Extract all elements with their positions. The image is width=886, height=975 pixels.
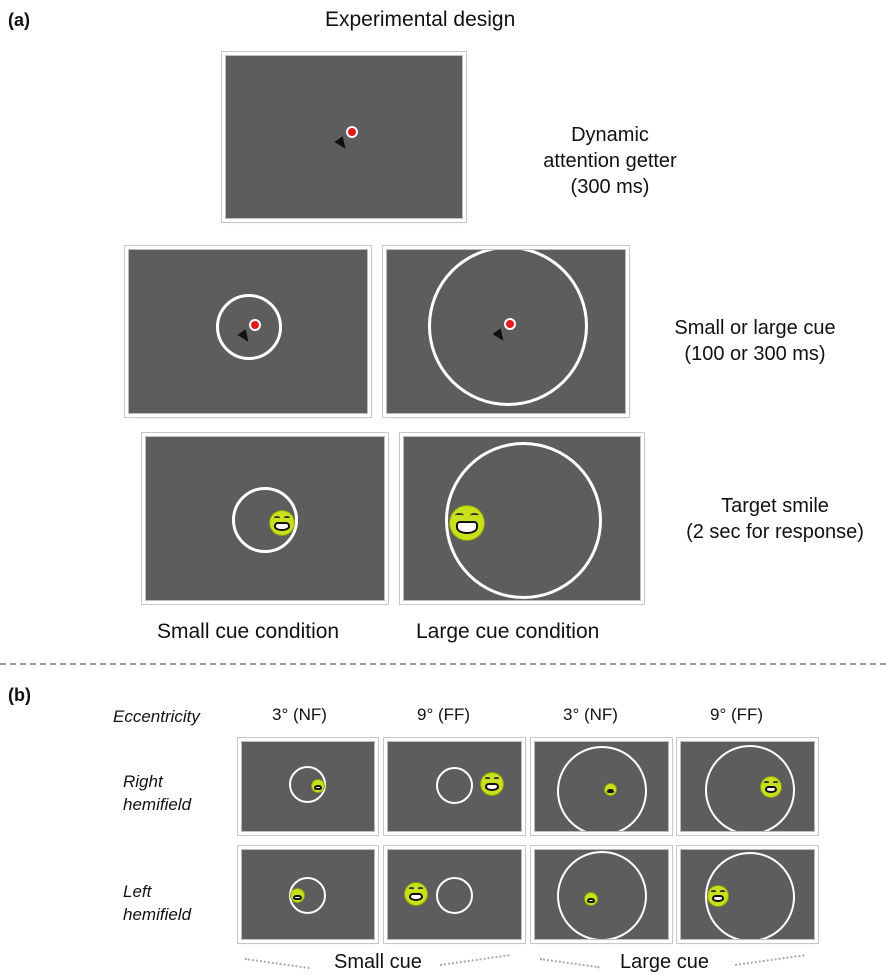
small-cue-ring bbox=[289, 877, 326, 914]
cell-small-nf-right bbox=[241, 741, 375, 832]
col-header-3: 3° (NF) bbox=[563, 705, 618, 724]
small-cue-condition-label: Small cue condition bbox=[157, 620, 340, 643]
large-cue-bracket-left bbox=[539, 958, 600, 969]
smiley-target-icon bbox=[291, 889, 304, 902]
panel-a-label: (a) bbox=[8, 10, 30, 30]
small-cue-bracket-left bbox=[244, 958, 310, 970]
smiley-target-icon bbox=[605, 784, 616, 795]
fixation-dot bbox=[504, 318, 516, 330]
large-cue-bracket-right bbox=[734, 954, 805, 966]
large-cue-ring bbox=[557, 746, 647, 831]
cell-large-ff-right bbox=[680, 741, 815, 832]
row-label-right: Right hemifield bbox=[123, 770, 191, 816]
smiley-target-icon bbox=[585, 893, 597, 905]
row-label-left: Left hemifield bbox=[123, 880, 191, 926]
smiley-target-icon bbox=[481, 773, 503, 795]
cell-large-nf-left bbox=[534, 849, 669, 940]
cell-small-ff-left bbox=[387, 849, 522, 940]
step1-description: Dynamic attention getter (300 ms) bbox=[520, 122, 700, 200]
row-left-line2: hemifield bbox=[123, 905, 192, 924]
small-cue-ring bbox=[232, 487, 298, 553]
step1-line2: attention getter bbox=[543, 150, 677, 172]
large-cue-ring bbox=[445, 442, 602, 599]
step2-line1: Small or large cue bbox=[674, 317, 836, 339]
large-cue-ring bbox=[557, 851, 647, 939]
small-cue-ring bbox=[436, 877, 473, 914]
smiley-target-icon bbox=[312, 780, 324, 792]
step2-description: Small or large cue (100 or 300 ms) bbox=[655, 315, 855, 367]
small-cue-bracket-right bbox=[439, 954, 510, 966]
small-cue-group-label: Small cue bbox=[334, 951, 422, 973]
panel-b-label: (b) bbox=[8, 685, 31, 705]
eccentricity-label: Eccentricity bbox=[113, 707, 200, 726]
col-header-4: 9° (FF) bbox=[710, 705, 764, 724]
smiley-target-icon bbox=[761, 777, 781, 797]
smiley-target-icon bbox=[708, 886, 728, 906]
large-cue-group-label: Large cue bbox=[620, 951, 709, 973]
large-cue-condition-label: Large cue condition bbox=[416, 620, 600, 643]
row-right-line2: hemifield bbox=[123, 795, 192, 814]
screen-small-cue bbox=[128, 249, 368, 414]
large-cue-ring bbox=[705, 745, 795, 831]
cell-small-nf-left bbox=[241, 849, 375, 940]
smiley-target-icon bbox=[270, 511, 294, 535]
step1-line1: Dynamic bbox=[571, 124, 649, 146]
small-cue-ring bbox=[289, 766, 326, 803]
fixation-dot bbox=[346, 126, 358, 138]
step3-line2: (2 sec for response) bbox=[686, 521, 864, 543]
small-cue-ring bbox=[216, 294, 282, 360]
screen-large-cue bbox=[386, 249, 626, 414]
cell-large-ff-left bbox=[680, 849, 815, 940]
cell-large-nf-right bbox=[534, 741, 669, 832]
cell-small-ff-right bbox=[387, 741, 522, 832]
smiley-target-icon bbox=[405, 883, 427, 905]
step3-description: Target smile (2 sec for response) bbox=[660, 493, 886, 545]
step2-line2: (100 or 300 ms) bbox=[684, 343, 826, 365]
panel-a-title: Experimental design bbox=[325, 8, 516, 31]
smiley-target-icon bbox=[450, 506, 484, 540]
screen-small-cue-target bbox=[145, 436, 385, 601]
section-divider bbox=[0, 663, 886, 665]
pointer-cone bbox=[334, 136, 350, 152]
screen-large-cue-target bbox=[403, 436, 641, 601]
step1-line3: (300 ms) bbox=[570, 176, 650, 198]
screen-attention-getter bbox=[225, 55, 463, 219]
large-cue-ring bbox=[705, 852, 795, 939]
col-header-1: 3° (NF) bbox=[272, 705, 327, 724]
fixation-dot bbox=[249, 319, 261, 331]
row-left-line1: Left bbox=[123, 882, 152, 901]
col-header-2: 9° (FF) bbox=[417, 705, 471, 724]
step3-line1: Target smile bbox=[721, 495, 829, 517]
row-right-line1: Right bbox=[123, 772, 163, 791]
large-cue-ring bbox=[428, 250, 588, 406]
small-cue-ring bbox=[436, 767, 473, 804]
